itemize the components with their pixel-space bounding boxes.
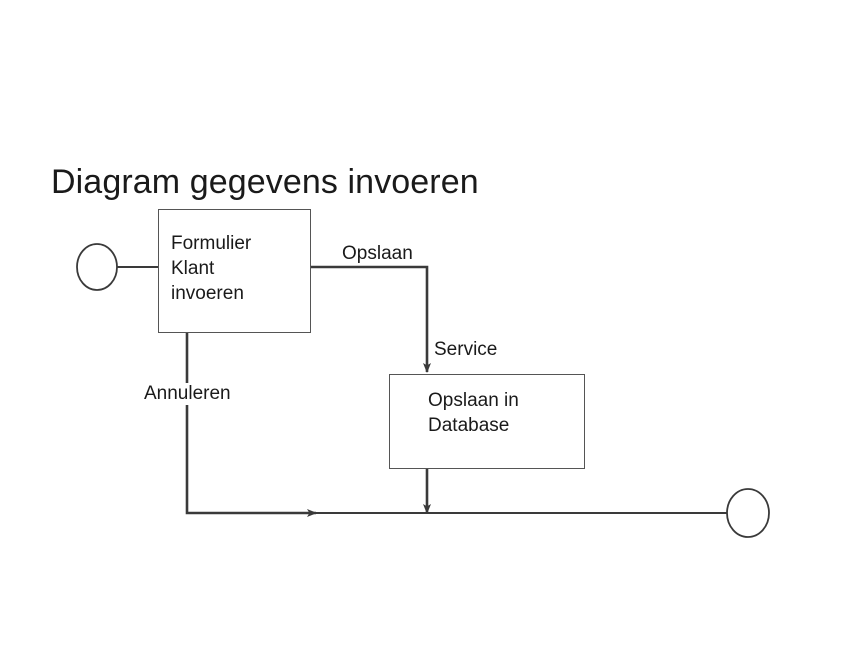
edge-label-opslaan: Opslaan <box>339 243 416 265</box>
page-title: Diagram gegevens invoeren <box>51 163 479 201</box>
edge-opslaan-to-database[interactable] <box>311 265 431 373</box>
process-box-opslaan-in-database[interactable]: Opslaan in Database <box>389 374 585 469</box>
edge-label-annuleren: Annuleren <box>141 383 234 405</box>
process-box-label: Formulier Klant invoeren <box>171 233 252 304</box>
edge-label-service: Service <box>431 339 501 361</box>
start-node-ellipse[interactable] <box>76 243 118 291</box>
edge-annuleren-down[interactable] <box>185 333 317 517</box>
process-box-formulier-klant-invoeren[interactable]: Formulier Klant invoeren <box>158 209 311 333</box>
process-box-label: Opslaan in Database <box>428 390 519 436</box>
end-node-ellipse[interactable] <box>726 488 770 538</box>
